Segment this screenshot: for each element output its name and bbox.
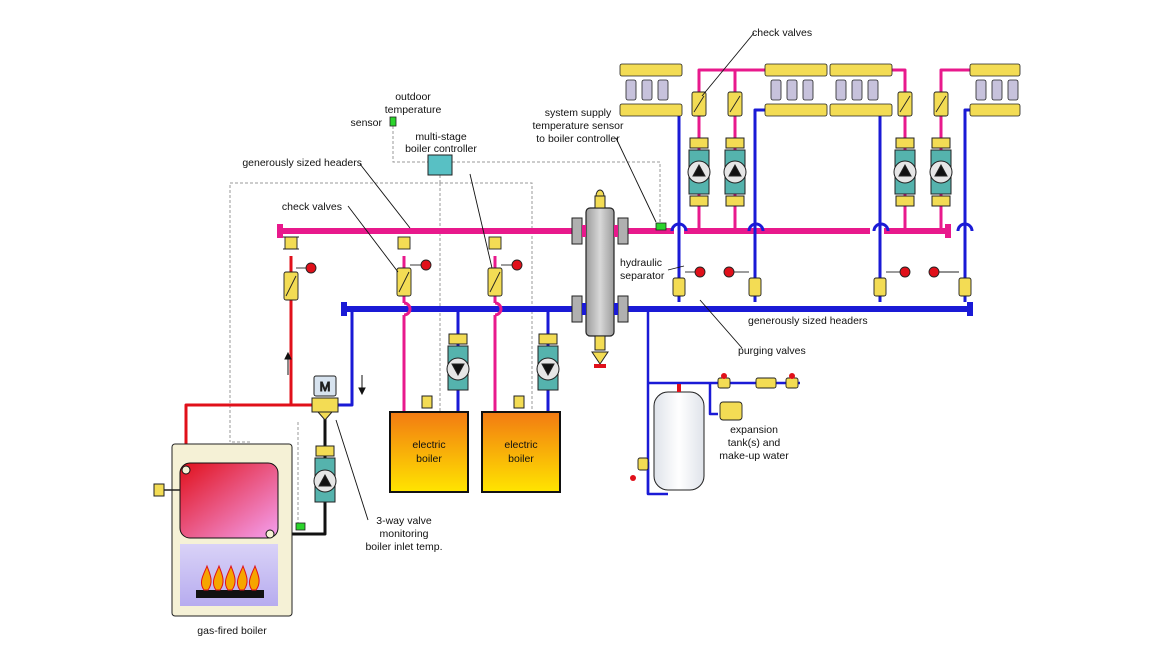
svg-text:electric: electric — [504, 439, 537, 451]
svg-text:electric: electric — [412, 439, 445, 451]
burner-flames — [201, 564, 260, 591]
expansion-label-2: tank(s) and — [728, 437, 781, 449]
purging-valves — [672, 266, 972, 297]
three-way-mixing-valve: M — [311, 375, 339, 421]
zone-manifolds — [619, 63, 1021, 117]
flow-arrows — [284, 351, 366, 396]
svg-text:boiler: boiler — [416, 453, 442, 465]
gas-boiler-pump — [313, 445, 337, 503]
outdoor-temperature-sensor — [389, 116, 397, 127]
expansion-label-1: expansion — [730, 424, 778, 436]
three-way-label-1: 3-way valve — [376, 515, 432, 527]
check-valves-boilers — [283, 236, 523, 301]
boiler-inlet-sensor — [295, 522, 306, 531]
check-valves-left-label: check valves — [282, 201, 342, 213]
check-valves-top-label: check valves — [752, 27, 812, 39]
electric-boiler-pump-1 — [446, 333, 470, 391]
supply-sensor-label-3: to boiler controller — [536, 133, 620, 145]
zone-pump-4 — [929, 137, 953, 207]
svg-text:boiler: boiler — [508, 453, 534, 465]
hydraulic-separator — [571, 189, 629, 368]
motor-label: M — [320, 379, 331, 394]
boiler-controller — [427, 154, 453, 176]
electric-boiler-1: electric boiler — [389, 395, 469, 493]
headers-bottom-label: generously sized headers — [748, 315, 868, 327]
separator-label-1: hydraulic — [620, 257, 662, 269]
gas-fired-boiler — [153, 443, 293, 617]
controller-label-2: boiler controller — [405, 143, 477, 155]
annotation-labels: outdoor temperature sensor multi-stage b… — [197, 27, 867, 637]
system-supply-sensor — [655, 222, 667, 231]
expansion-label-3: make-up water — [719, 450, 789, 462]
leader-lines — [335, 32, 755, 521]
zone-pump-3 — [893, 137, 917, 207]
header-flanges-return — [341, 302, 973, 316]
header-flanges — [277, 224, 951, 238]
control-wiring — [229, 126, 661, 524]
outdoor-sensor-label-3: sensor — [350, 117, 382, 129]
zone-pump-1 — [687, 137, 711, 207]
headers-top-label: generously sized headers — [242, 157, 362, 169]
purging-valves-label: purging valves — [738, 345, 806, 357]
zone-pump-2 — [723, 137, 747, 207]
three-way-label-3: boiler inlet temp. — [365, 541, 442, 553]
separator-label-2: separator — [620, 270, 665, 282]
circulators — [313, 137, 953, 503]
supply-sensor-label-2: temperature sensor — [532, 120, 624, 132]
gas-boiler-label: gas-fired boiler — [197, 625, 267, 637]
controller-label-1: multi-stage — [415, 131, 467, 143]
check-valves-zones — [691, 91, 949, 117]
outdoor-sensor-label-2: temperature — [385, 104, 442, 116]
electric-boiler-2: electric boiler — [481, 395, 561, 493]
electric-boiler-pump-2 — [536, 333, 560, 391]
three-way-label-2: monitoring — [379, 528, 428, 540]
outdoor-sensor-label-1: outdoor — [395, 91, 431, 103]
supply-sensor-label-1: system supply — [545, 107, 612, 119]
expansion-tank-assembly — [630, 373, 799, 491]
